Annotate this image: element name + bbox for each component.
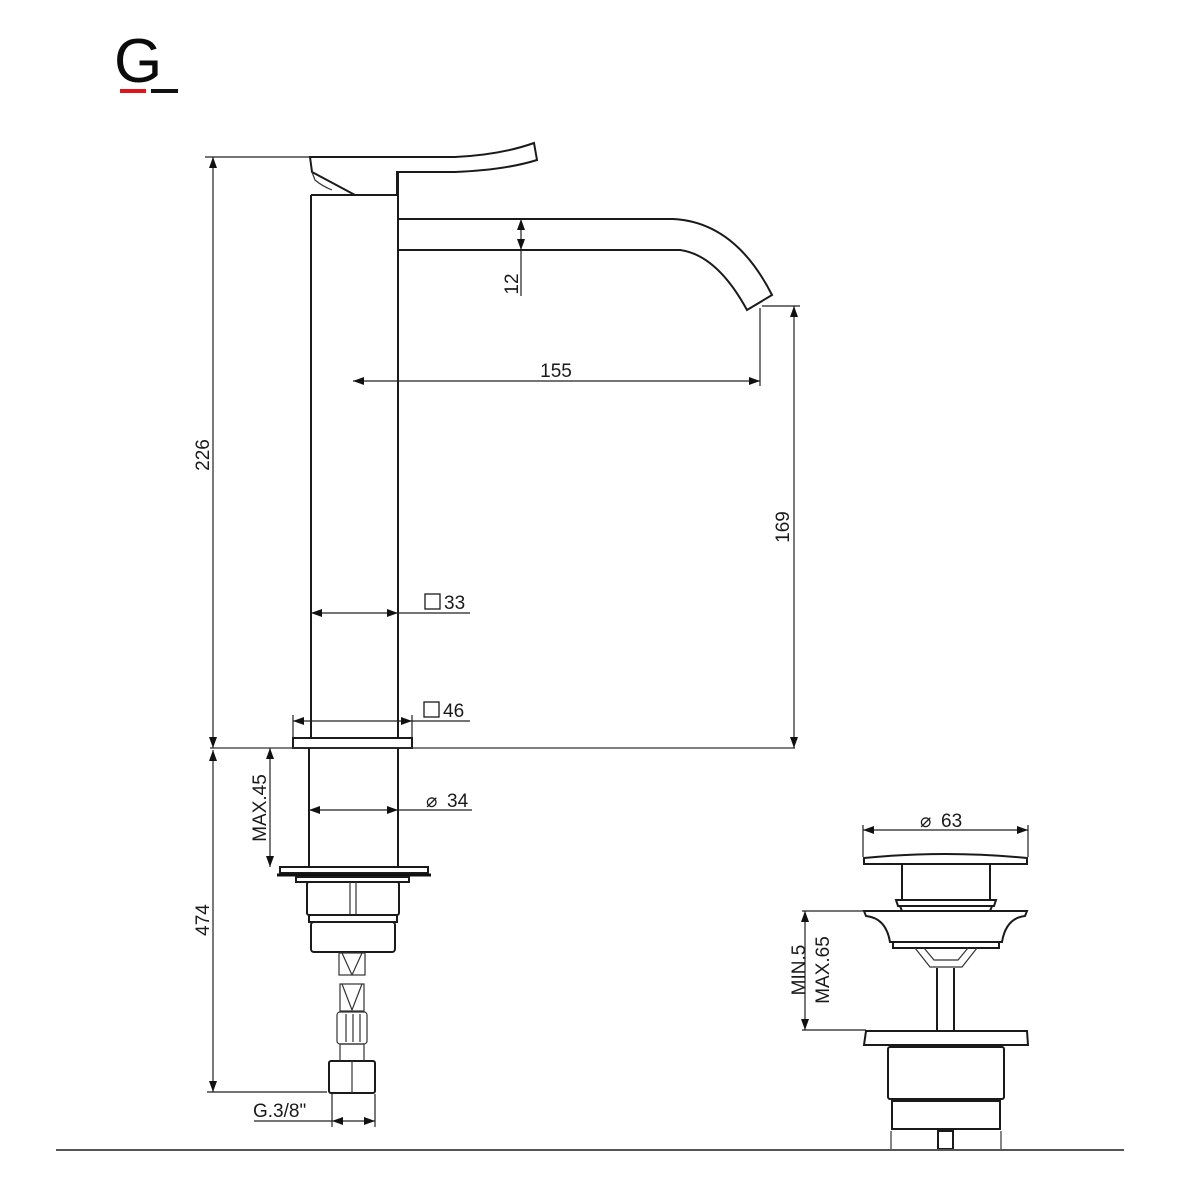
logo-black-bar bbox=[151, 89, 178, 93]
dim-total-height: 226 bbox=[193, 439, 214, 471]
dim-spout-reach: 155 bbox=[540, 361, 572, 382]
drain-lower-flange bbox=[862, 1030, 1030, 1046]
dim-outlet-height: 169 bbox=[773, 511, 794, 543]
spout bbox=[398, 218, 774, 312]
logo-letter: G bbox=[114, 27, 162, 96]
flex-hose bbox=[328, 952, 376, 1094]
dim-base-square: 46 bbox=[443, 701, 464, 722]
dim-spout-thickness: 12 bbox=[502, 273, 523, 294]
diameter-symbol-icon: ⌀ bbox=[426, 791, 437, 812]
drain-flange bbox=[862, 910, 1029, 943]
diameter-symbol-icon: ⌀ bbox=[920, 811, 931, 832]
lever-handle bbox=[308, 141, 539, 196]
dim-hose-length: 474 bbox=[193, 904, 214, 936]
drain-body bbox=[887, 1046, 1005, 1100]
square-symbol-icon bbox=[423, 701, 440, 718]
dim-shank-diameter: 34 bbox=[447, 791, 469, 812]
base-plate bbox=[292, 737, 413, 749]
dim-max-deck: MAX.45 bbox=[250, 774, 271, 842]
drain-cap bbox=[863, 853, 1028, 865]
faucet-drawing bbox=[210, 141, 795, 1094]
faucet-dimensions: 226 12 155 169 33 46 bbox=[193, 156, 800, 1127]
dim-min-thickness: MIN.5 bbox=[789, 945, 810, 996]
drain-dimensions: ⌀ 63 MIN.5 MAX.65 bbox=[789, 811, 1029, 1031]
dim-cap-diameter: 63 bbox=[941, 811, 962, 832]
drain-drawing bbox=[862, 853, 1030, 1150]
logo-red-bar bbox=[120, 89, 146, 93]
dim-connection-thread: G.3/8" bbox=[253, 1101, 306, 1122]
dim-max-thickness: MAX.65 bbox=[813, 936, 834, 1004]
square-symbol-icon bbox=[424, 593, 441, 610]
mounting-nut bbox=[306, 881, 400, 916]
brand-logo: G bbox=[114, 27, 178, 96]
dim-body-square: 33 bbox=[444, 593, 465, 614]
